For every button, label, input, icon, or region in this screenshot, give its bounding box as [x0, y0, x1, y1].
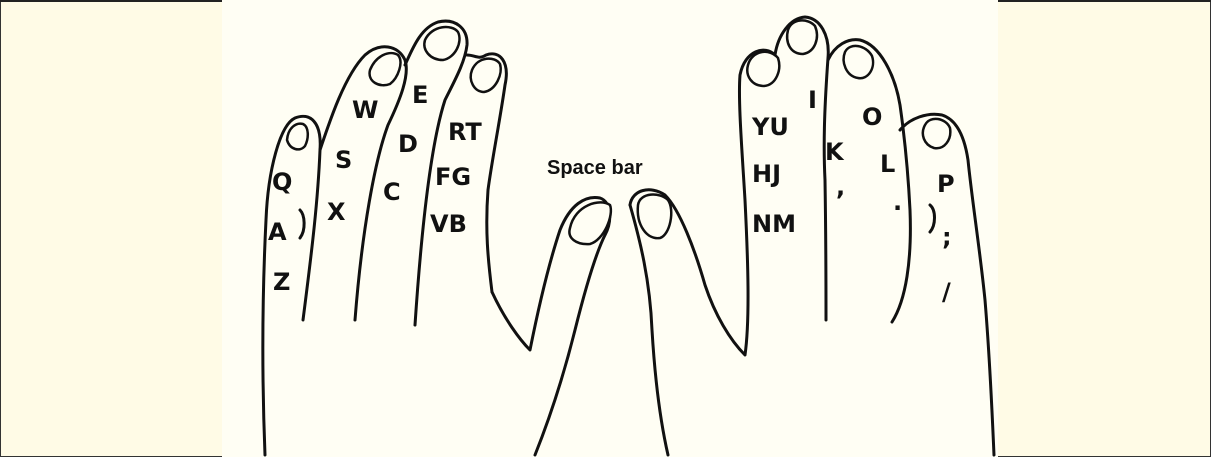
key-label: D: [398, 130, 418, 158]
right-ring-keys: O L .: [862, 103, 902, 216]
right-index-keys: YU HJ NM: [751, 113, 796, 238]
key-label: ,: [836, 173, 845, 201]
right-pinky-keys: P ; /: [937, 170, 955, 306]
key-label: I: [808, 86, 817, 114]
right-thumb-lower: [630, 205, 668, 455]
right-middle-outline: [775, 17, 828, 320]
key-label: S: [335, 146, 352, 174]
key-label: W: [352, 96, 378, 124]
key-label: X: [327, 198, 346, 226]
left-pinky-nail: [287, 124, 308, 150]
key-label: NM: [752, 210, 796, 238]
key-label: A: [268, 218, 287, 246]
key-label: P: [937, 170, 955, 198]
left-pinky-keys: Q A Z: [268, 168, 292, 296]
left-middle-nail: [424, 27, 459, 60]
key-label: L: [880, 150, 895, 178]
key-label: K: [825, 138, 845, 166]
key-label: .: [893, 188, 902, 216]
key-label: Q: [272, 168, 292, 196]
left-middle-keys: E D C: [383, 81, 428, 206]
key-label: YU: [751, 113, 789, 141]
key-label: ;: [942, 223, 952, 251]
key-label: O: [862, 103, 882, 131]
right-pinky-crease: [930, 205, 935, 232]
key-label: E: [412, 81, 428, 109]
left-index-nail: [471, 59, 501, 92]
left-hand: [263, 21, 611, 455]
key-label: RT: [448, 118, 482, 146]
left-index-keys: RT FG VB: [430, 118, 482, 238]
right-pinky-nail: [923, 119, 950, 148]
right-thumb-nail: [638, 195, 671, 239]
right-middle-nail: [787, 20, 817, 54]
key-label: /: [942, 278, 951, 306]
key-label: VB: [430, 210, 467, 238]
key-label: HJ: [752, 160, 781, 188]
left-ring-nail: [370, 53, 401, 85]
left-pinky-crease: [300, 210, 304, 238]
key-label: Z: [273, 268, 290, 296]
left-ring-keys: W S X: [327, 96, 378, 226]
right-ring-nail: [844, 46, 873, 78]
space-bar-label: Space bar: [547, 157, 643, 180]
key-label: C: [383, 178, 401, 206]
right-index-nail: [747, 52, 779, 86]
key-label: FG: [435, 163, 471, 191]
